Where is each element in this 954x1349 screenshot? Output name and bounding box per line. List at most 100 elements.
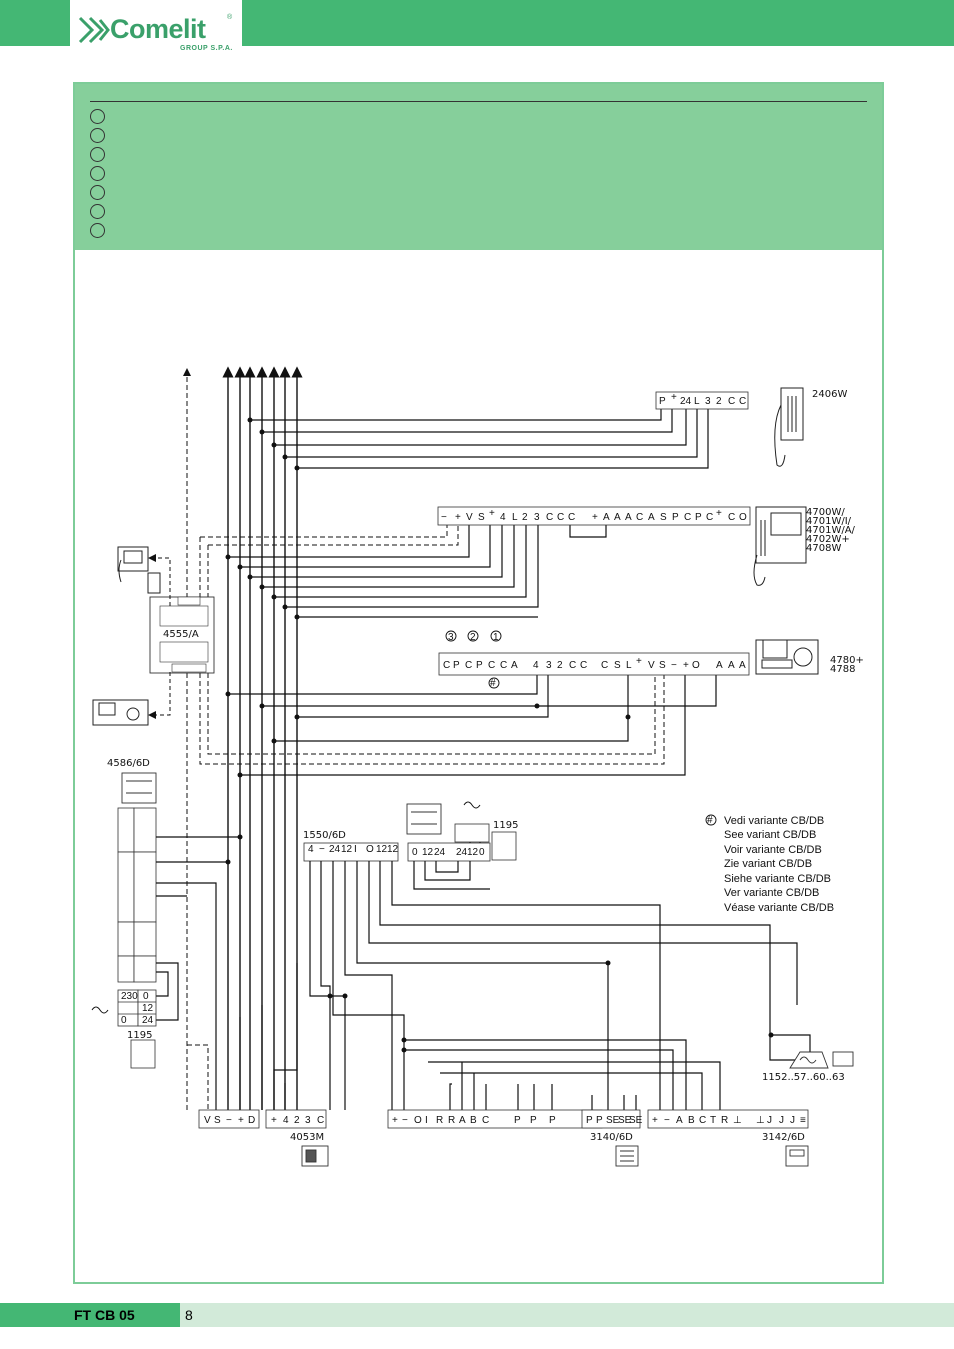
terminal-strip-3142 [647, 1109, 809, 1129]
svg-text:−: − [664, 1115, 670, 1126]
variant-note-fr: Voir variante CB/DB [724, 844, 822, 856]
marker-three: 3 [448, 632, 454, 643]
terminal-strip-3140b [581, 1109, 641, 1129]
label-1195-left: 1195 [127, 1030, 152, 1041]
svg-text:I: I [354, 844, 357, 855]
title-rule [90, 101, 867, 102]
terminal-strip-4053 [198, 1109, 327, 1129]
handset-small-icon [117, 546, 161, 594]
svg-text:C: C [569, 660, 576, 671]
svg-text:⊥: ⊥ [756, 1115, 765, 1126]
monitor-4780-icon [755, 639, 819, 675]
svg-text:P: P [659, 396, 666, 407]
label-3142: 3142/6D [762, 1132, 805, 1143]
terminal-strip-1550b [407, 842, 491, 862]
svg-text:P: P [476, 660, 483, 671]
language-bullet [90, 166, 105, 181]
svg-text:+: + [489, 508, 495, 519]
svg-text:≡: ≡ [800, 1115, 806, 1126]
svg-text:+: + [271, 1115, 277, 1126]
svg-text:+: + [671, 392, 677, 403]
svg-text:C: C [500, 660, 507, 671]
language-bullet [90, 204, 105, 219]
lock-1152-icon [789, 1051, 854, 1069]
terminal-strip-1550 [303, 842, 399, 862]
footer-tag [0, 1303, 180, 1327]
svg-text:L: L [626, 660, 632, 671]
svg-text:4: 4 [500, 512, 506, 523]
label-4780-1: 4780+ [830, 655, 864, 666]
marker-hash: # [490, 678, 496, 689]
svg-text:C: C [706, 512, 713, 523]
label-4700-2: 4701W/I/ [806, 516, 852, 527]
svg-text:C: C [546, 512, 553, 523]
svg-text:0: 0 [143, 991, 149, 1002]
svg-text:A: A [648, 512, 655, 523]
psu-4586-icon [121, 772, 157, 804]
label-4780-2: 4788 [830, 664, 855, 675]
terminal-strip-2406 [655, 391, 749, 410]
svg-text:SE: SE [618, 1115, 632, 1126]
psu-1550-icon [406, 803, 442, 835]
title-band [75, 84, 882, 250]
svg-text:P: P [596, 1115, 603, 1126]
svg-text:2: 2 [294, 1115, 300, 1126]
label-2406: 2406W [812, 389, 847, 400]
language-bullet [90, 128, 105, 143]
language-bullet [90, 223, 105, 238]
page-number: 8 [185, 1307, 193, 1323]
svg-text:0: 0 [479, 847, 485, 858]
label-4586: 4586/6D [107, 758, 150, 769]
svg-text:C: C [728, 396, 735, 407]
svg-text:−: − [226, 1115, 232, 1126]
language-bullet [90, 185, 105, 200]
svg-text:A: A [614, 512, 621, 523]
svg-text:−: − [671, 660, 677, 671]
svg-text:+: + [592, 512, 598, 523]
terminal-strip-4780 [438, 652, 750, 676]
svg-text:I: I [425, 1115, 428, 1126]
svg-text:P: P [672, 512, 679, 523]
svg-text:R: R [436, 1115, 443, 1126]
label-4555: 4555/A [163, 629, 199, 640]
psu-1195-right [454, 823, 517, 861]
svg-text:S: S [214, 1115, 221, 1126]
wires-2406 [250, 408, 709, 469]
svg-text:C: C [317, 1115, 324, 1126]
svg-text:3: 3 [305, 1115, 311, 1126]
svg-text:A: A [739, 660, 746, 671]
svg-text:V: V [648, 660, 655, 671]
svg-text:S: S [659, 660, 666, 671]
svg-text:R: R [721, 1115, 728, 1126]
svg-text:A: A [511, 660, 518, 671]
svg-text:C: C [699, 1115, 706, 1126]
panel-4053-icon [301, 1145, 329, 1167]
label-4700-3: 4701W/A/ [806, 525, 856, 536]
display-3142-icon [785, 1145, 809, 1167]
svg-text:C: C [443, 660, 450, 671]
svg-text:C: C [557, 512, 564, 523]
svg-text:C: C [636, 512, 643, 523]
psu-1195-left-terms: 230 0 0 12 24 [121, 991, 154, 1026]
svg-text:+: + [683, 660, 689, 671]
label-1195-right: 1195 [493, 820, 518, 831]
marker-one: 1 [493, 632, 499, 643]
svg-text:+: + [238, 1115, 244, 1126]
svg-text:P: P [453, 660, 460, 671]
svg-text:V: V [466, 512, 473, 523]
svg-text:4: 4 [308, 844, 314, 855]
svg-text:C: C [465, 660, 472, 671]
brand-subtitle: GROUP S.P.A. [180, 45, 233, 52]
svg-text:2: 2 [522, 512, 528, 523]
marker-two: 2 [470, 632, 476, 643]
document-code: FT CB 05 [74, 1307, 135, 1323]
svg-text:P: P [695, 512, 702, 523]
svg-text:C: C [739, 396, 746, 407]
svg-text:+: + [392, 1115, 398, 1126]
